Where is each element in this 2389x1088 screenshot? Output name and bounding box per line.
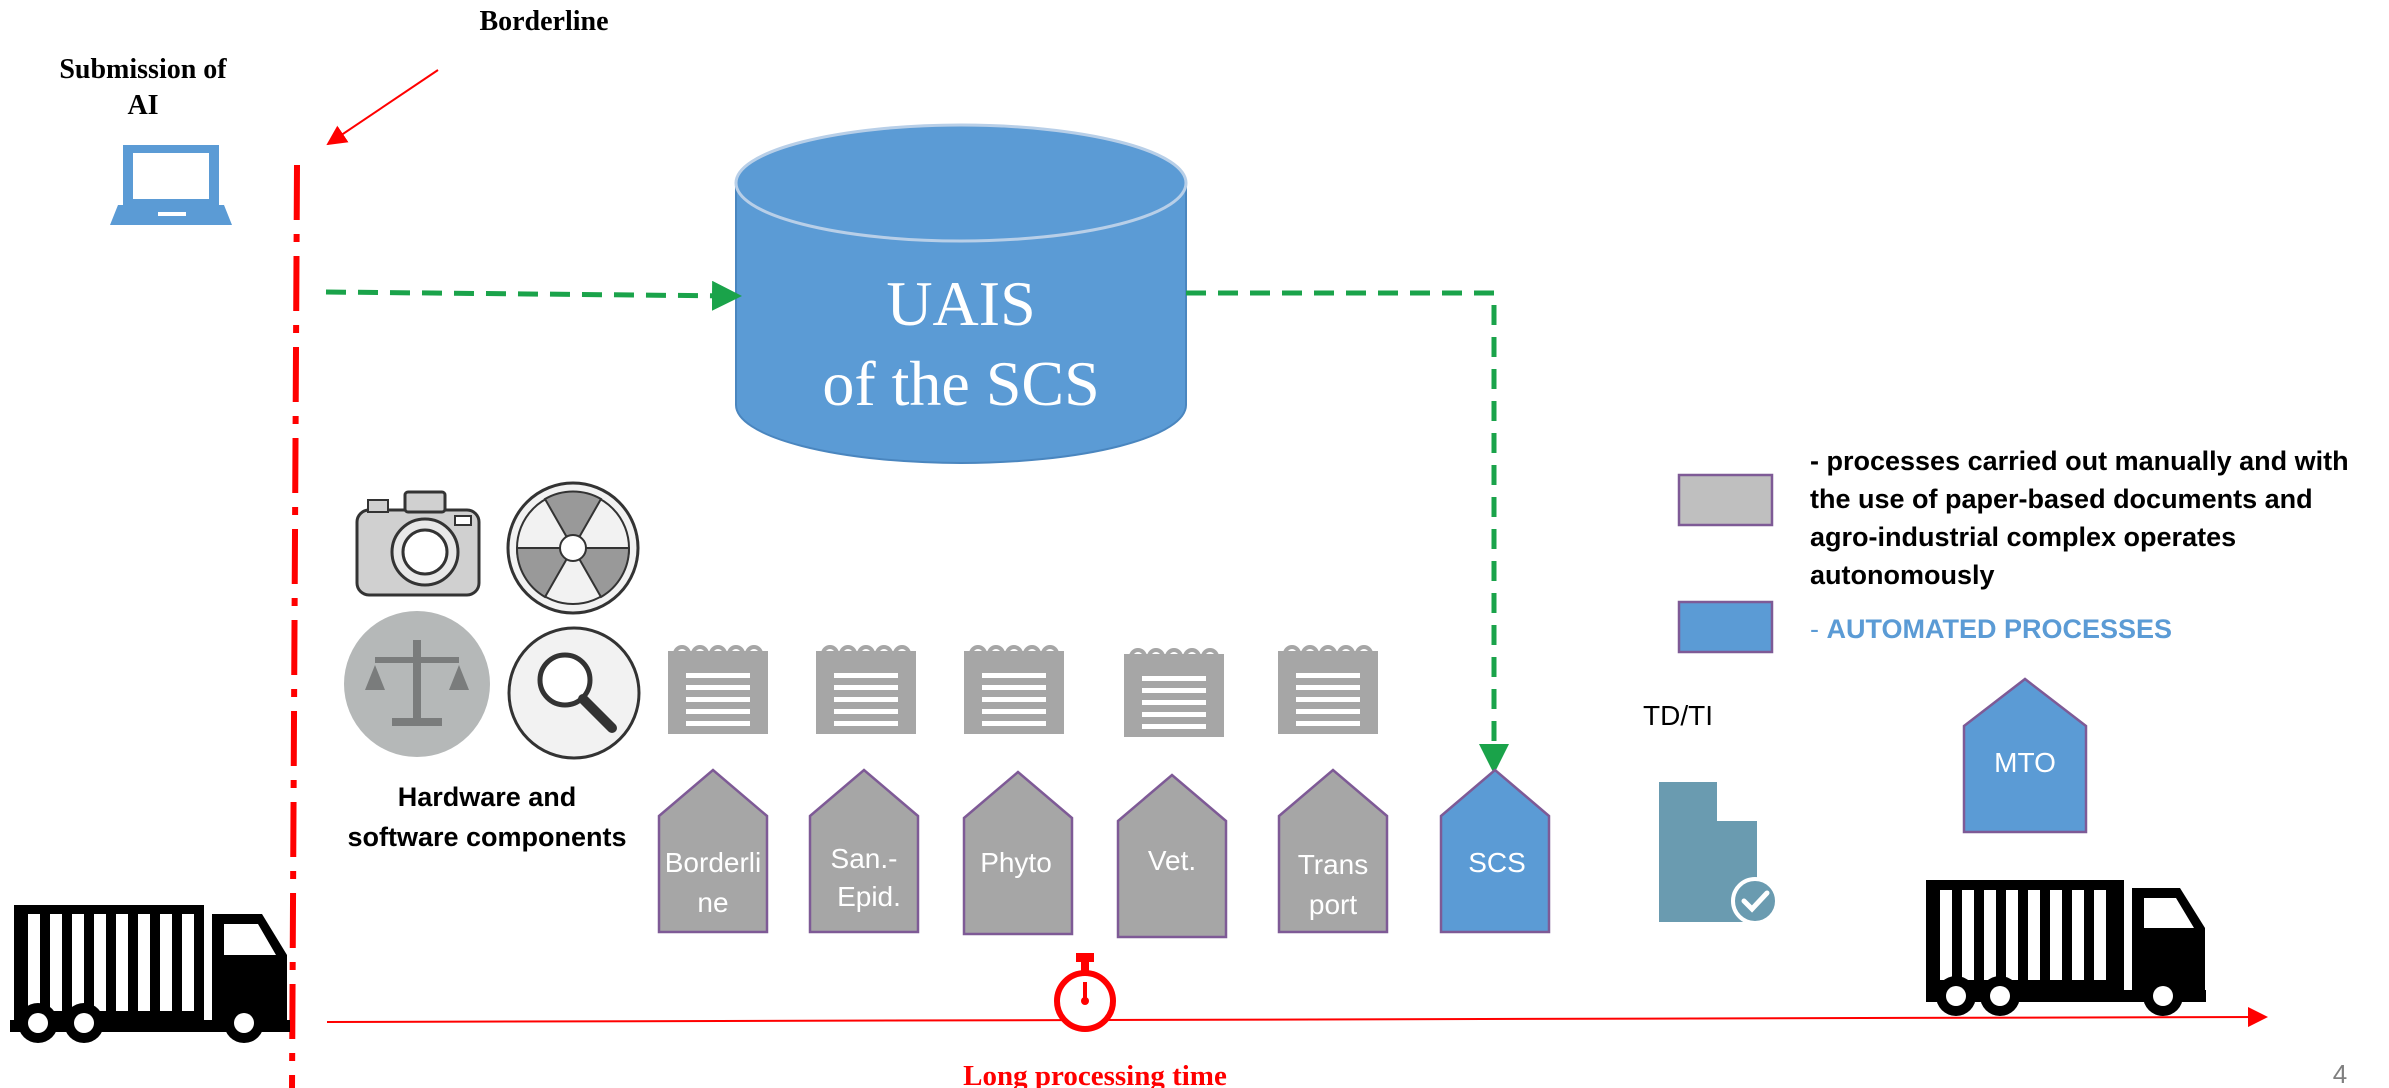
agency-vet: Vet. bbox=[1116, 773, 1228, 939]
legend-manual-line3: agro-industrial complex operates bbox=[1810, 522, 2236, 552]
radiation-icon bbox=[506, 481, 640, 615]
hardware-label-line2: software components bbox=[347, 822, 626, 852]
agency-label-line1: Phyto bbox=[980, 847, 1052, 878]
database-to-scs-arrow bbox=[1186, 290, 1509, 774]
td-ti-label: TD/TI bbox=[1643, 700, 1713, 731]
hardware-label-line1: Hardware and bbox=[398, 782, 577, 812]
uais-database: UAIS of the SCS bbox=[734, 123, 1188, 464]
legend-manual-line4: autonomously bbox=[1810, 560, 1995, 590]
legend-manual-line1: - processes carried out manually and wit… bbox=[1810, 446, 2349, 476]
database-label-line1: UAIS bbox=[886, 268, 1035, 339]
submission-to-database-arrow bbox=[325, 280, 742, 311]
legend-manual-line2: the use of paper-based documents and bbox=[1810, 484, 2313, 514]
mto-label: MTO bbox=[1994, 747, 2056, 778]
agency-borderline: Borderli ne bbox=[657, 768, 769, 934]
agency-scs: SCS bbox=[1439, 768, 1551, 934]
camera-icon bbox=[355, 490, 481, 597]
agency-label-line1: Trans bbox=[1298, 849, 1369, 880]
timeline-arrow bbox=[326, 1007, 2268, 1028]
agency-label-line2: Epid. bbox=[837, 881, 901, 912]
laptop-icon bbox=[110, 145, 232, 225]
agency-label-line1: San.- bbox=[831, 843, 898, 874]
notepad-icon bbox=[668, 645, 768, 734]
legend-automated-dash: - bbox=[1810, 614, 1827, 644]
scales-icon bbox=[344, 611, 490, 757]
agency-label-line1: Vet. bbox=[1148, 845, 1196, 876]
agency-label-line1: SCS bbox=[1468, 847, 1526, 878]
notepad-icon bbox=[816, 645, 916, 734]
borderline-line bbox=[289, 164, 300, 1088]
database-label-line2: of the SCS bbox=[822, 348, 1099, 419]
long-processing-time-label: Long processing time bbox=[963, 1060, 1227, 1088]
legend-automated-text: - AUTOMATED PROCESSES bbox=[1810, 614, 2172, 644]
agency-label-line2: port bbox=[1309, 889, 1357, 920]
notepad-icon bbox=[1124, 648, 1224, 737]
approved-document-icon bbox=[1659, 779, 1779, 925]
notepad-icon bbox=[1278, 645, 1378, 734]
borderline-pointer-arrow bbox=[326, 69, 439, 146]
agency-phyto: Phyto bbox=[962, 770, 1074, 936]
borderline-title: Borderline bbox=[479, 6, 608, 37]
truck-icon bbox=[1926, 880, 2206, 1016]
submission-label-line1: Submission of bbox=[59, 54, 227, 85]
agency-label-line2: ne bbox=[697, 887, 728, 918]
notepad-icon bbox=[964, 645, 1064, 734]
legend-automated-label: AUTOMATED PROCESSES bbox=[1827, 614, 2173, 644]
legend-automated-swatch bbox=[1677, 600, 1774, 654]
submission-label-line2: AI bbox=[127, 90, 158, 121]
page-number: 4 bbox=[2333, 1059, 2347, 1088]
magnifier-icon bbox=[507, 626, 641, 760]
stopwatch-icon bbox=[1054, 953, 1116, 1032]
agency-transport: Trans port bbox=[1277, 768, 1389, 934]
legend-manual-swatch bbox=[1677, 473, 1774, 527]
agency-san-epid: San.- Epid. bbox=[808, 768, 920, 934]
mto-shape: MTO bbox=[1962, 677, 2088, 834]
agency-label-line1: Borderli bbox=[665, 847, 761, 878]
truck-icon bbox=[10, 905, 290, 1043]
